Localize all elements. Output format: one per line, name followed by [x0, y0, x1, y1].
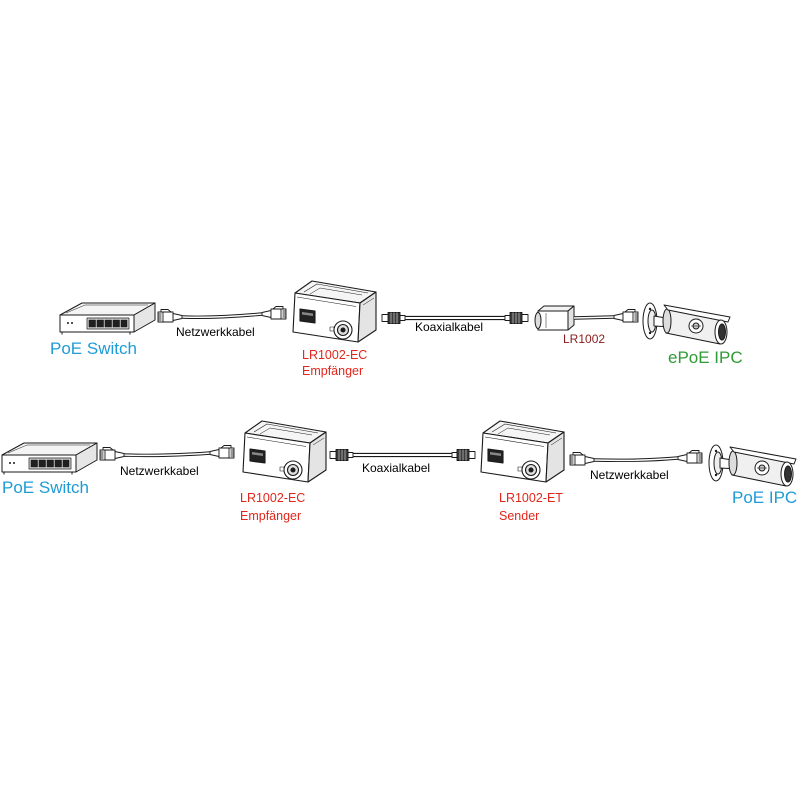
sender-role-label: Sender — [499, 509, 539, 523]
rj45-plug-icon — [261, 306, 287, 320]
network-cable-label: Netzwerkkabel — [120, 464, 199, 478]
row-2: PoE Switch Netzwerkkabel LR1002-EC Empfä… — [1, 420, 797, 523]
network-cable-icon — [157, 306, 287, 323]
rj45-plug-icon — [569, 452, 595, 466]
receiver-role-label: Empfänger — [240, 509, 301, 523]
rj45-plug-icon — [157, 309, 183, 323]
poe-switch-icon — [59, 302, 156, 335]
adapter-icon — [534, 305, 639, 331]
poe-camera-label: PoE IPC — [732, 488, 797, 507]
network-cable-label: Netzwerkkabel — [590, 468, 669, 482]
bnc-plug-icon — [504, 312, 529, 324]
row-1: PoE Switch Netzwerkkabel LR1002-EC Empfä… — [50, 280, 743, 378]
receiver-transceiver-icon — [242, 420, 327, 483]
coax-cable-icon — [381, 312, 529, 324]
poe-switch-icon — [1, 442, 98, 475]
coax-cable-icon — [329, 449, 476, 461]
poe-switch-label: PoE Switch — [2, 478, 89, 497]
rj45-plug-icon — [209, 445, 235, 459]
network-cable-icon — [569, 450, 703, 466]
bnc-plug-icon — [381, 312, 406, 324]
coax-cable-label: Koaxialkabel — [415, 320, 483, 334]
adapter-label: LR1002 — [563, 332, 605, 346]
rj45-plug-icon — [677, 450, 703, 464]
network-cable-icon — [99, 445, 235, 461]
sender-model-label: LR1002-ET — [499, 491, 563, 505]
epoe-camera-label: ePoE IPC — [668, 348, 743, 367]
rj45-plug-icon — [613, 309, 639, 323]
receiver-role-label: Empfänger — [302, 364, 363, 378]
epoe-camera-icon — [642, 302, 731, 345]
rj45-plug-icon — [99, 447, 125, 461]
receiver-model-label: LR1002-EC — [240, 491, 305, 505]
bnc-plug-icon — [329, 449, 354, 461]
network-cable-label: Netzwerkkabel — [176, 325, 255, 339]
receiver-transceiver-icon — [292, 280, 377, 343]
poe-switch-label: PoE Switch — [50, 339, 137, 358]
coax-cable-label: Koaxialkabel — [362, 461, 430, 475]
sender-transceiver-icon — [480, 420, 565, 483]
bnc-plug-icon — [451, 449, 476, 461]
receiver-model-label: LR1002-EC — [302, 348, 367, 362]
poe-camera-icon — [708, 444, 797, 487]
